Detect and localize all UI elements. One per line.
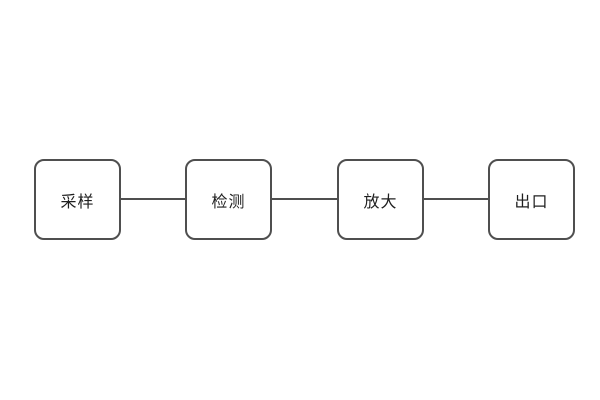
flow-node-detection: 检测 bbox=[185, 159, 272, 240]
flow-node-sampling: 采样 bbox=[34, 159, 121, 240]
flow-node-label: 采样 bbox=[60, 193, 95, 211]
flow-node-label: 放大 bbox=[363, 193, 398, 211]
connector-line-detection-amplification bbox=[272, 198, 337, 200]
flow-node-outlet: 出口 bbox=[488, 159, 575, 240]
connector-line-sampling-detection bbox=[121, 198, 185, 200]
flow-node-label: 出口 bbox=[514, 193, 549, 211]
connector-line-amplification-outlet bbox=[424, 198, 488, 200]
flow-node-label: 检测 bbox=[211, 193, 246, 211]
flow-node-amplification: 放大 bbox=[337, 159, 424, 240]
